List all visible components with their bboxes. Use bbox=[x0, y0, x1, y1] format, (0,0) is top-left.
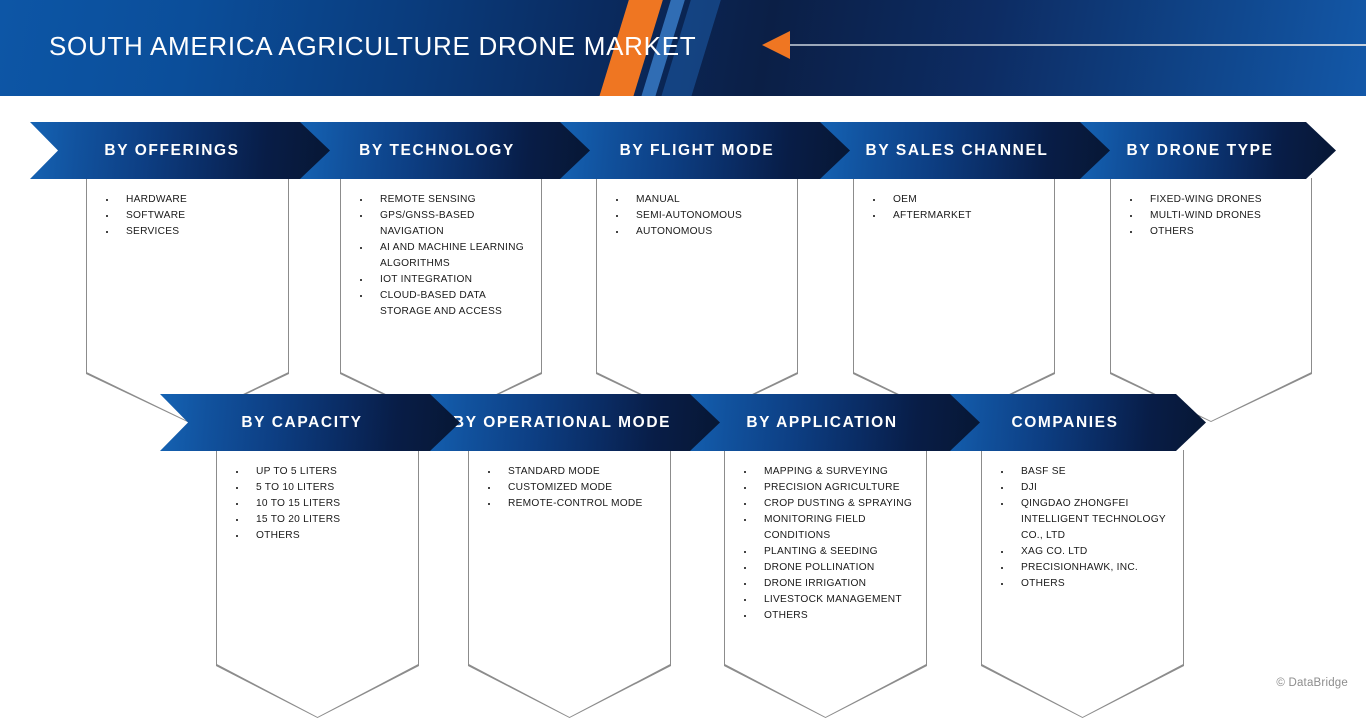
list-item: OTHERS bbox=[742, 608, 921, 624]
segment-header-label: BY OFFERINGS bbox=[104, 141, 240, 159]
left-arrow-icon bbox=[762, 31, 790, 59]
segment-header-by-sales-channel[interactable]: BY SALES CHANNEL bbox=[820, 122, 1110, 179]
segment-header-label: BY FLIGHT MODE bbox=[619, 141, 775, 159]
segment-header-companies[interactable]: COMPANIES bbox=[940, 394, 1206, 451]
segment-header-label: BY DRONE TYPE bbox=[1126, 141, 1274, 159]
card-body bbox=[854, 178, 1054, 421]
list-item: 15 TO 20 LITERS bbox=[234, 512, 413, 528]
list-item: PRECISIONHAWK, INC. bbox=[999, 560, 1178, 576]
list-item: AUTONOMOUS bbox=[614, 224, 792, 240]
list-item: OTHERS bbox=[999, 576, 1178, 592]
list-item: OEM bbox=[871, 192, 1049, 208]
card-body bbox=[87, 178, 288, 421]
list-item: PLANTING & SEEDING bbox=[742, 544, 921, 560]
header-rule-line bbox=[790, 44, 1366, 46]
list-item: XAG CO. LTD bbox=[999, 544, 1178, 560]
list-item: AFTERMARKET bbox=[871, 208, 1049, 224]
list-item: DJI bbox=[999, 480, 1178, 496]
segment-header-label: COMPANIES bbox=[1011, 413, 1119, 431]
segment-header-by-application[interactable]: BY APPLICATION bbox=[680, 394, 980, 451]
list-item: SEMI-AUTONOMOUS bbox=[614, 208, 792, 224]
list-item: HARDWARE bbox=[104, 192, 283, 208]
list-item: CLOUD-BASED DATA STORAGE AND ACCESS bbox=[358, 288, 536, 320]
list-item: STANDARD MODE bbox=[486, 464, 665, 480]
list-item: FIXED-WING DRONES bbox=[1128, 192, 1306, 208]
card-body bbox=[597, 178, 797, 421]
segment-header-by-operational-mode[interactable]: BY OPERATIONAL MODE bbox=[420, 394, 720, 451]
list-item: IOT INTEGRATION bbox=[358, 272, 536, 288]
page-title: SOUTH AMERICA AGRICULTURE DRONE MARKET bbox=[49, 31, 697, 61]
list-item: MULTI-WIND DRONES bbox=[1128, 208, 1306, 224]
segment-header-by-flight-mode[interactable]: BY FLIGHT MODE bbox=[560, 122, 850, 179]
card-body bbox=[341, 178, 541, 421]
list-item: OTHERS bbox=[1128, 224, 1306, 240]
list-item: PRECISION AGRICULTURE bbox=[742, 480, 921, 496]
list-item: DRONE IRRIGATION bbox=[742, 576, 921, 592]
list-item: SERVICES bbox=[104, 224, 283, 240]
copyright-credit: © DataBridge bbox=[1276, 677, 1348, 689]
list-item: DRONE POLLINATION bbox=[742, 560, 921, 576]
card-body bbox=[982, 450, 1183, 717]
list-item: SOFTWARE bbox=[104, 208, 283, 224]
card-body bbox=[1111, 178, 1311, 421]
list-item: 10 TO 15 LITERS bbox=[234, 496, 413, 512]
segment-header-label: BY CAPACITY bbox=[241, 413, 363, 431]
segment-header-label: BY OPERATIONAL MODE bbox=[452, 413, 672, 431]
card-body bbox=[469, 450, 670, 717]
segment-header-label: BY APPLICATION bbox=[746, 413, 898, 431]
list-item: BASF SE bbox=[999, 464, 1178, 480]
list-item: CUSTOMIZED MODE bbox=[486, 480, 665, 496]
list-item: UP TO 5 LITERS bbox=[234, 464, 413, 480]
segment-header-by-technology[interactable]: BY TECHNOLOGY bbox=[300, 122, 590, 179]
segment-header-by-drone-type[interactable]: BY DRONE TYPE bbox=[1080, 122, 1336, 179]
card-body bbox=[725, 450, 926, 717]
list-item: MANUAL bbox=[614, 192, 792, 208]
list-item: GPS/GNSS-BASED NAVIGATION bbox=[358, 208, 536, 240]
page-header: SOUTH AMERICA AGRICULTURE DRONE MARKET bbox=[0, 0, 1366, 96]
segment-header-label: BY TECHNOLOGY bbox=[359, 141, 515, 159]
segment-header-by-offerings[interactable]: BY OFFERINGS bbox=[30, 122, 330, 179]
list-item: MONITORING FIELD CONDITIONS bbox=[742, 512, 921, 544]
list-item: 5 TO 10 LITERS bbox=[234, 480, 413, 496]
list-item: AI AND MACHINE LEARNING ALGORITHMS bbox=[358, 240, 536, 272]
list-item: LIVESTOCK MANAGEMENT bbox=[742, 592, 921, 608]
segment-header-label: BY SALES CHANNEL bbox=[865, 141, 1049, 159]
card-body bbox=[217, 450, 418, 717]
segment-header-by-capacity[interactable]: BY CAPACITY bbox=[160, 394, 460, 451]
list-item: OTHERS bbox=[234, 528, 413, 544]
list-item: REMOTE SENSING bbox=[358, 192, 536, 208]
list-item: QINGDAO ZHONGFEI INTELLIGENT TECHNOLOGY … bbox=[999, 496, 1178, 544]
list-item: CROP DUSTING & SPRAYING bbox=[742, 496, 921, 512]
list-item: REMOTE-CONTROL MODE bbox=[486, 496, 665, 512]
list-item: MAPPING & SURVEYING bbox=[742, 464, 921, 480]
